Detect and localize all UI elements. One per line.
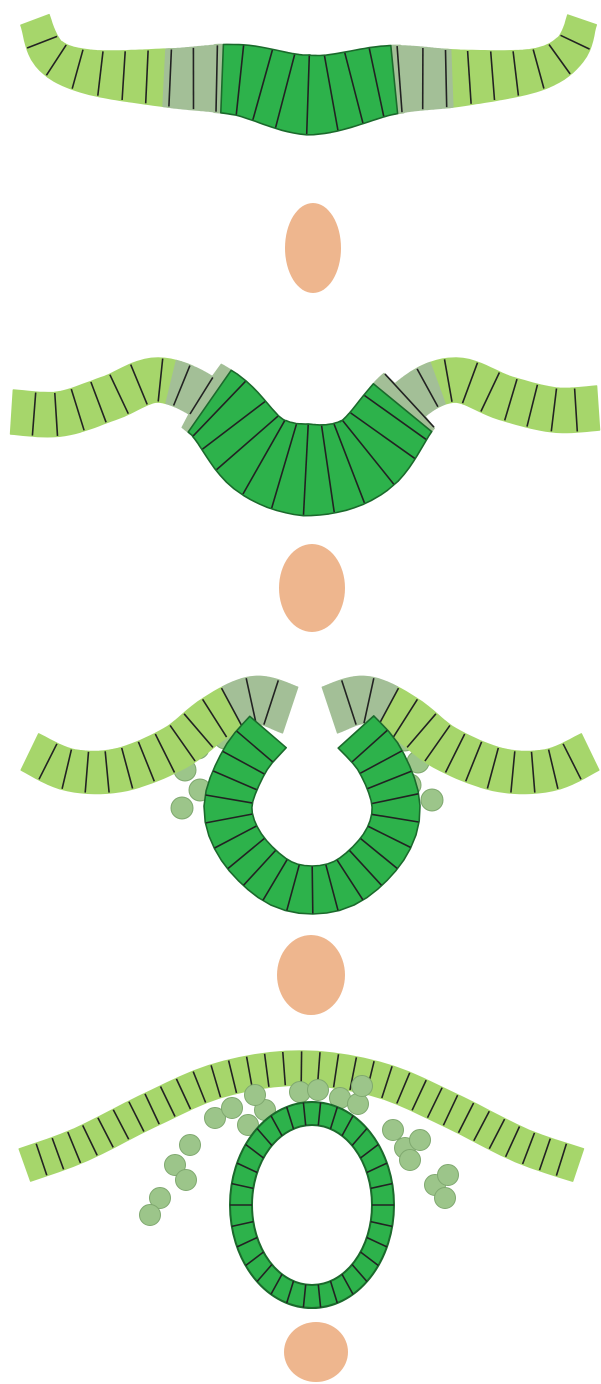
stage-4-neural-tube — [19, 1051, 583, 1382]
epidermis-left — [21, 15, 172, 107]
epidermis-left — [11, 358, 193, 437]
stage-2-neural-groove — [11, 358, 600, 632]
neural-crest-cell — [245, 1085, 266, 1106]
neural-crest-cell — [308, 1080, 329, 1101]
neural-crest-cell — [435, 1188, 456, 1209]
neural-crest-cell — [400, 1150, 421, 1171]
neural-crest-cell — [140, 1205, 161, 1226]
notochord — [279, 544, 345, 632]
stage-1-neural-plate — [21, 15, 596, 293]
neural-crest-cell — [222, 1098, 243, 1119]
neural-crest-cell — [438, 1165, 459, 1186]
neural-tube-wall — [230, 1102, 394, 1308]
neural-crest-cell — [383, 1120, 404, 1141]
stage-3-plate-cell-divider — [312, 867, 313, 914]
neural-crest-cell — [180, 1135, 201, 1156]
notochord — [284, 1322, 348, 1382]
stage-3-neural-folds — [21, 676, 598, 1015]
neural-tube — [230, 1102, 394, 1308]
neural-crest-cell — [352, 1076, 373, 1097]
neural-crest-cell — [421, 789, 443, 811]
neural-crest-cell — [348, 1094, 369, 1115]
neural-crest-cell — [176, 1170, 197, 1191]
notochord — [285, 203, 341, 293]
neural-crest-cell — [410, 1130, 431, 1151]
neural-crest-cell — [171, 797, 193, 819]
notochord — [277, 935, 345, 1015]
